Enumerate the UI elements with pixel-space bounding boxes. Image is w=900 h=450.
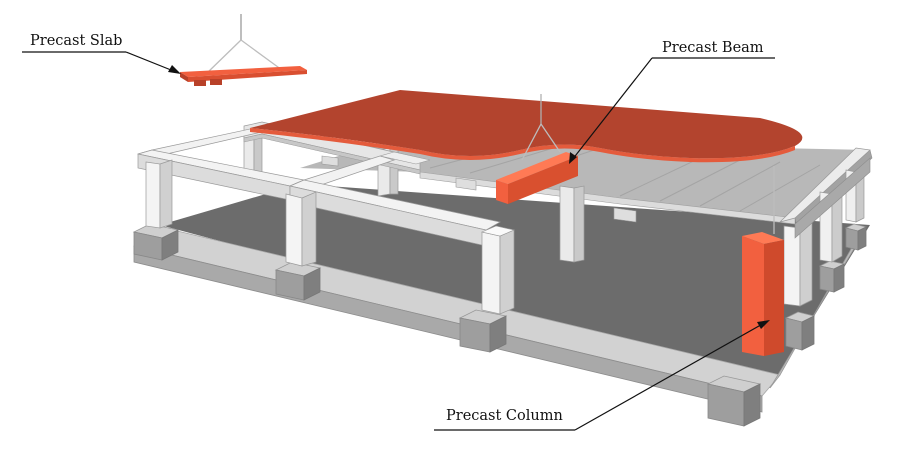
callout-precast-beam: Precast Beam	[569, 40, 775, 164]
pad-footing	[844, 223, 868, 251]
arrowhead-icon	[569, 152, 577, 164]
pad-footing	[818, 260, 846, 293]
callout-precast-slab: Precast Slab	[22, 33, 181, 74]
pad-footing	[784, 311, 816, 351]
pad-footing	[132, 223, 180, 261]
pad-footing	[274, 261, 322, 301]
callout-precast-column: Precast Column	[434, 320, 770, 431]
label-precast-column: Precast Column	[446, 408, 563, 424]
label-precast-slab: Precast Slab	[30, 33, 122, 49]
precast-slab	[180, 14, 307, 86]
frame-column	[481, 225, 515, 315]
frame-column	[559, 185, 585, 263]
arrowhead-icon	[168, 65, 181, 74]
pad-footing	[706, 375, 762, 427]
frame-column	[285, 191, 317, 267]
pad-footing	[458, 309, 508, 353]
precast-column	[742, 166, 784, 356]
frame-column	[145, 159, 173, 229]
topping-slab	[250, 90, 803, 163]
arrowhead-icon	[757, 320, 770, 329]
label-precast-beam: Precast Beam	[662, 40, 764, 56]
pad-footings	[132, 223, 868, 427]
precast-beam	[496, 94, 578, 204]
precast-frame	[137, 121, 871, 315]
